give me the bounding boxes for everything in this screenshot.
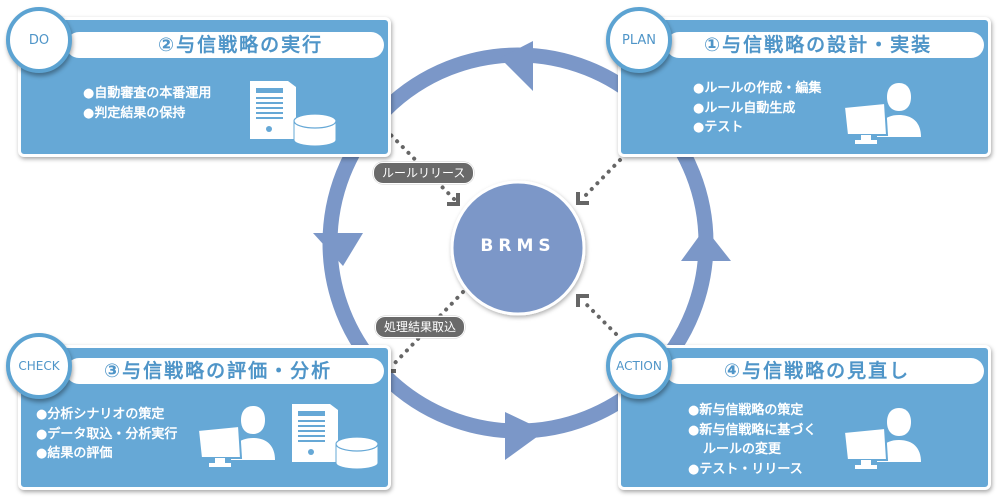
do-item: ●判定結果の保持 (83, 105, 186, 121)
action-item: ●新与信戦略に基づく (688, 422, 817, 438)
connector-do-to-brms (378, 122, 457, 202)
brms-circle (450, 180, 586, 316)
action-item: ●テスト・リリース (688, 461, 803, 477)
check-item: ●分析シナリオの策定 (36, 407, 165, 422)
ring-arrow-down-left (313, 233, 363, 266)
do-badge: DO (6, 7, 72, 73)
plan-panel: ①与信戦略の設計・実装 ●ルールの作成・編集 ●ルール自動生成 ●テスト (618, 17, 991, 157)
check-item: ●データ取込・分析実行 (36, 426, 178, 442)
do-item: ●自動審査の本番運用 (83, 86, 212, 101)
plan-items: ●ルールの作成・編集 ●ルール自動生成 ●テスト (693, 79, 821, 138)
check-badge: CHECK (6, 333, 72, 399)
plan-item: ●テスト (693, 120, 744, 135)
user-at-computer-icon (842, 408, 921, 469)
action-items: ●新与信戦略の策定 ●新与信戦略に基づく ルールの変更 ●テスト・リリース (688, 401, 816, 479)
user-at-computer-icon (842, 83, 921, 144)
arrowhead-release (447, 193, 460, 206)
arrowhead-plan (576, 192, 589, 205)
ring-arrow-right-bottom (505, 412, 545, 460)
action-title: ④与信戦略の見直し (666, 358, 984, 384)
brms-label: BRMS (480, 236, 556, 256)
ring-arrow-up-right (681, 228, 731, 261)
do-title: ②与信戦略の実行 (66, 32, 384, 58)
plan-item: ●ルール自動生成 (693, 100, 796, 116)
plan-item: ●ルールの作成・編集 (693, 81, 822, 96)
plan-badge: PLAN (606, 7, 672, 73)
ring-arrow-left-top (500, 41, 533, 91)
check-title: ③与信戦略の評価・分析 (66, 358, 384, 384)
connector-plan-to-brms (583, 158, 622, 198)
plan-title: ①与信戦略の設計・実装 (666, 32, 984, 58)
check-item: ●結果の評価 (36, 446, 113, 461)
action-item-continued: ルールの変更 (703, 442, 782, 457)
connector-action-to-brms (582, 300, 618, 336)
do-panel: ②与信戦略の実行 ●自動審査の本番運用 ●判定結果の保持 (18, 17, 391, 157)
result-import-label: 処理結果取込 (375, 316, 466, 338)
connector-brms-to-check (390, 290, 465, 368)
action-badge: ACTION (606, 333, 672, 399)
action-item: ●新与信戦略の策定 (688, 403, 804, 418)
do-items: ●自動審査の本番運用 ●判定結果の保持 (83, 84, 211, 123)
server-database-icon (250, 81, 337, 147)
check-items: ●分析シナリオの策定 ●データ取込・分析実行 ●結果の評価 (36, 405, 177, 464)
action-panel: ④与信戦略の見直し ●新与信戦略の策定 ●新与信戦略に基づく ルールの変更 ●テ… (618, 345, 991, 490)
user-at-computer-icon (196, 406, 275, 467)
rule-release-label: ルールリリース (373, 162, 475, 184)
check-panel: ③与信戦略の評価・分析 ●分析シナリオの策定 ●データ取込・分析実行 ●結果の評… (18, 345, 391, 490)
server-database-icon (292, 404, 379, 470)
arrowhead-action (576, 294, 589, 307)
